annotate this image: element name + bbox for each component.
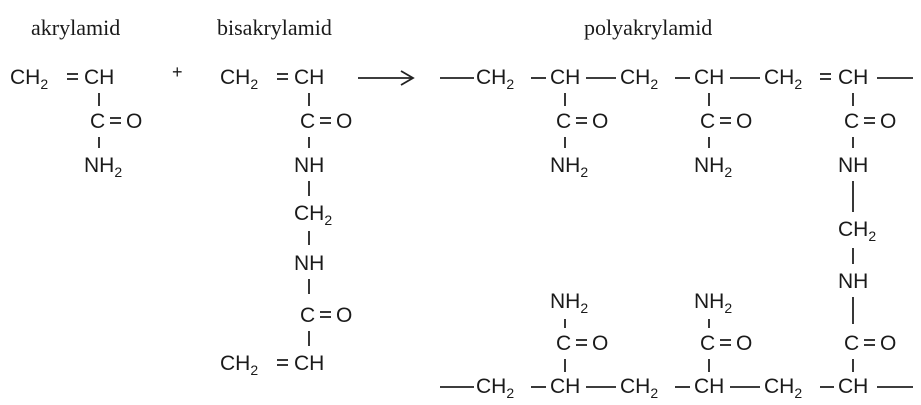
akrylamid-structure: CH2 CH C O NH2	[10, 66, 142, 180]
group-ch2: CH2	[620, 375, 658, 401]
group-o: O	[736, 110, 752, 133]
group-o: O	[880, 332, 896, 355]
group-ch2: CH2	[764, 66, 802, 92]
group-o: O	[592, 332, 608, 355]
group-nh: NH	[838, 270, 868, 293]
group-nh: NH	[294, 154, 324, 177]
group-c: C	[556, 110, 571, 133]
group-ch: CH	[294, 66, 324, 89]
group-o: O	[880, 110, 896, 133]
group-ch: CH	[294, 352, 324, 375]
group-nh2: NH2	[694, 290, 732, 316]
title-bisakrylamid: bisakrylamid	[217, 15, 332, 40]
group-c: C	[700, 332, 715, 355]
group-o: O	[736, 332, 752, 355]
group-ch2: CH2	[10, 66, 48, 92]
group-ch: CH	[550, 66, 580, 89]
group-ch2: CH2	[294, 202, 332, 228]
group-nh: NH	[294, 252, 324, 275]
group-ch2: CH2	[620, 66, 658, 92]
group-ch2: CH2	[220, 352, 258, 378]
group-c: C	[556, 332, 571, 355]
group-ch2: CH2	[838, 218, 876, 244]
group-o: O	[336, 110, 352, 133]
group-nh2: NH2	[550, 290, 588, 316]
group-ch: CH	[838, 375, 868, 398]
group-o: O	[126, 110, 142, 133]
title-akrylamid: akrylamid	[31, 15, 120, 40]
plus-sign: +	[172, 62, 183, 82]
polyakrylamid-structure: CH2 CH CH2 CH CH2 CH C O NH2 C O NH2 C O	[440, 66, 913, 401]
group-ch2: CH2	[476, 66, 514, 92]
group-c: C	[844, 110, 859, 133]
group-nh2: NH2	[694, 154, 732, 180]
reaction-arrow	[358, 70, 415, 86]
bisakrylamid-structure: CH2 CH C O NH CH2 NH C O CH2 CH	[220, 66, 352, 378]
group-ch2: CH2	[220, 66, 258, 92]
group-ch: CH	[694, 66, 724, 89]
title-polyakrylamid: polyakrylamid	[584, 15, 712, 40]
group-c: C	[300, 110, 315, 133]
group-nh2: NH2	[550, 154, 588, 180]
group-c: C	[700, 110, 715, 133]
group-c: C	[90, 110, 105, 133]
group-ch: CH	[838, 66, 868, 89]
group-ch: CH	[550, 375, 580, 398]
group-nh: NH	[838, 154, 868, 177]
group-ch2: CH2	[476, 375, 514, 401]
group-c: C	[844, 332, 859, 355]
group-ch2: CH2	[764, 375, 802, 401]
group-c: C	[300, 304, 315, 327]
group-ch: CH	[694, 375, 724, 398]
group-o: O	[336, 304, 352, 327]
group-o: O	[592, 110, 608, 133]
group-nh2: NH2	[84, 154, 122, 180]
group-ch: CH	[84, 66, 114, 89]
